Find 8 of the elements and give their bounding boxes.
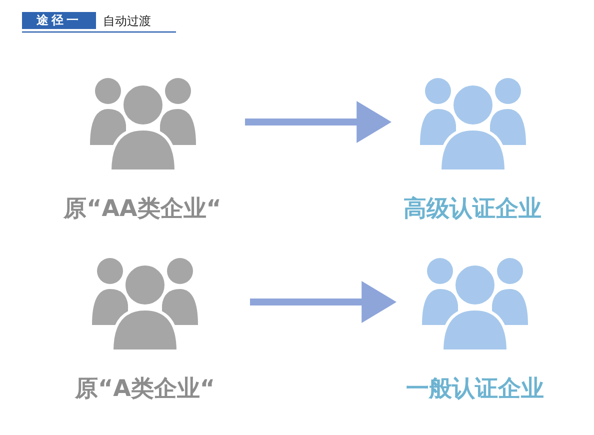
heading-text: 自动过渡 (103, 13, 151, 30)
group-label: 一般认证企业 (406, 375, 544, 404)
group-label: 高级认证企业 (404, 195, 542, 224)
heading-tag: 途径一 (22, 12, 96, 29)
arrow (250, 281, 397, 323)
group-label: 原“AA类企业“ (64, 195, 222, 224)
arrow (245, 101, 392, 143)
group-label: 原“A类企业“ (74, 375, 216, 404)
